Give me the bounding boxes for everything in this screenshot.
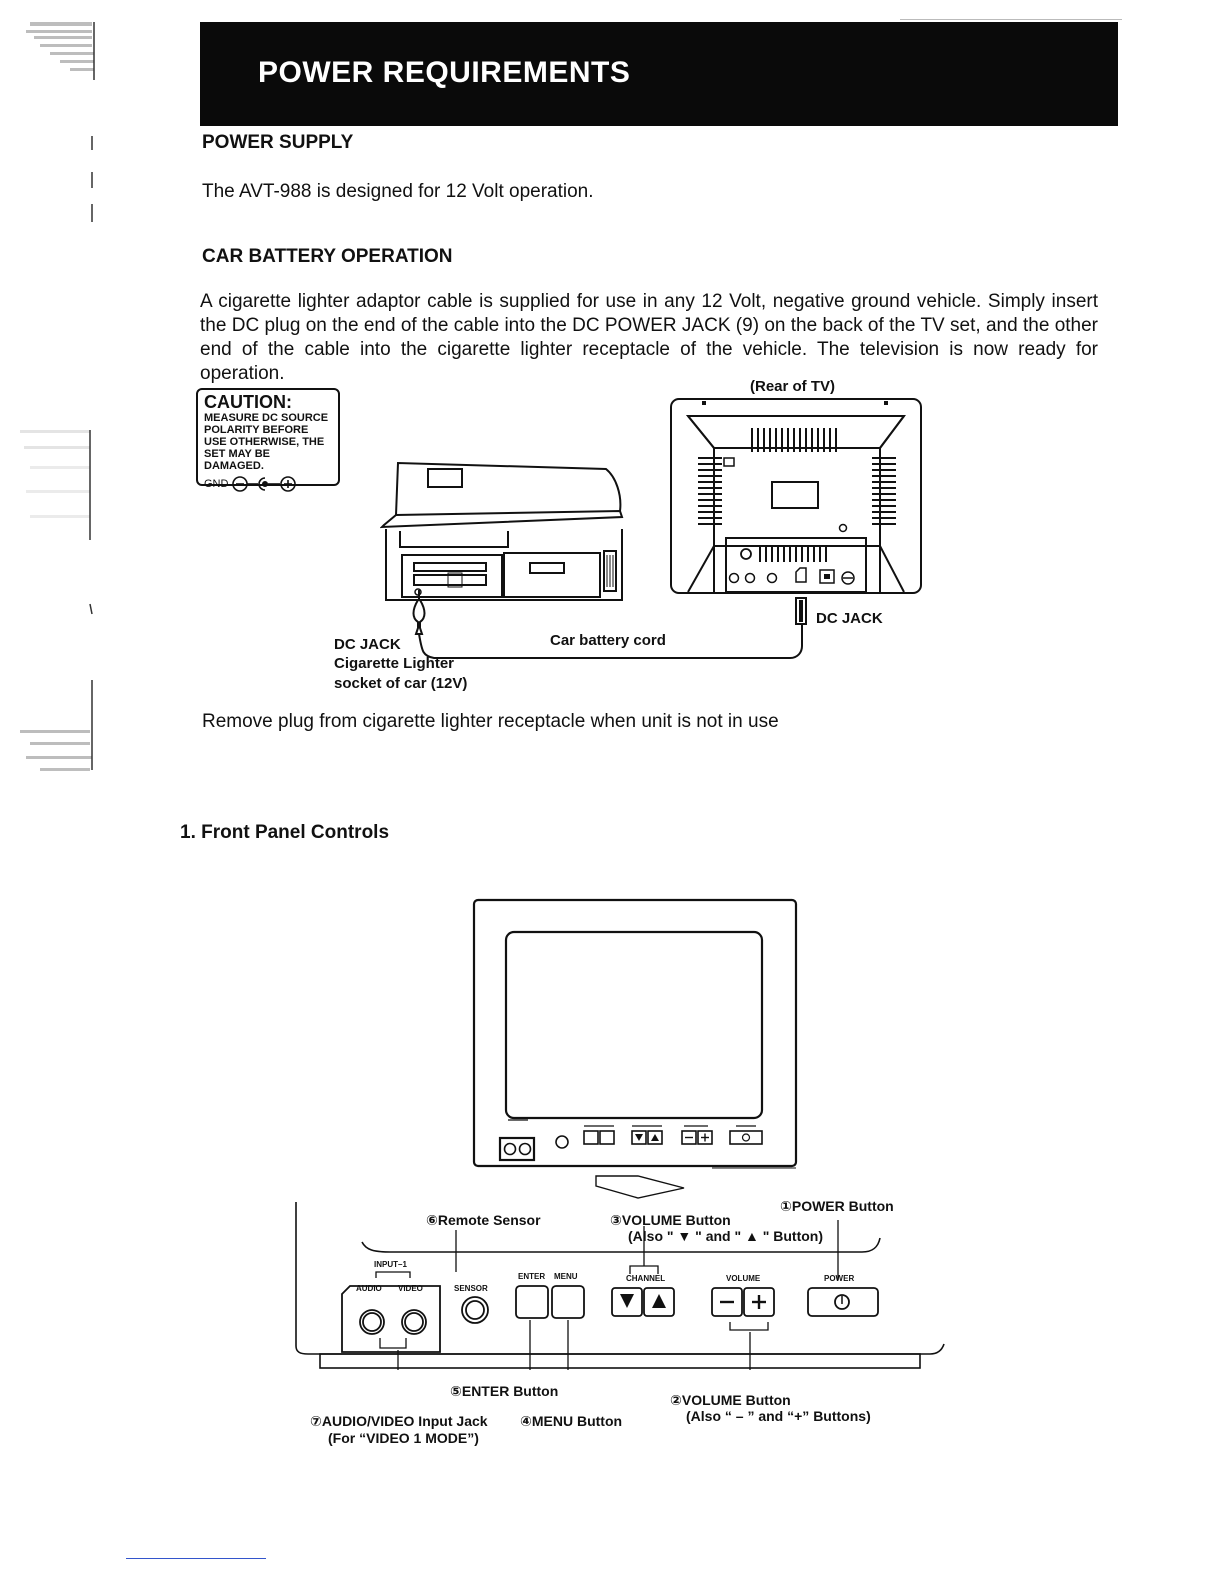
remote-sensor-callout: ⑥Remote Sensor xyxy=(426,1212,541,1228)
input1-label: INPUT–1 xyxy=(374,1260,407,1269)
caution-body: MEASURE DC SOURCE POLARITY BEFORE USE OT… xyxy=(204,412,329,472)
header-banner: POWER REQUIREMENTS xyxy=(200,22,1118,126)
volume-button-3-sub: (Also " ▼ " and " ▲ " Button) xyxy=(628,1228,824,1244)
gnd-label: GND xyxy=(204,478,229,490)
car-battery-text: A cigarette lighter adaptor cable is sup… xyxy=(200,291,1098,384)
car-battery-cord xyxy=(412,590,803,659)
av-jack-sub: (For “VIDEO 1 MODE”) xyxy=(328,1430,479,1446)
page-title: POWER REQUIREMENTS xyxy=(258,56,631,89)
menu-button-callout: ④MENU Button xyxy=(520,1413,623,1429)
top-rule xyxy=(900,19,1122,20)
control-panel-detail xyxy=(295,1202,945,1370)
bottom-rule xyxy=(126,1558,266,1559)
power-button-callout: ①POWER Button xyxy=(780,1198,894,1214)
av-jack-callout: ⑦AUDIO/VIDEO Input Jack xyxy=(310,1413,488,1429)
volume-button-2-callout: ②VOLUME Button xyxy=(670,1392,791,1408)
tv-front-illustration xyxy=(472,898,798,1169)
zoom-arrow-icon xyxy=(595,1175,685,1199)
caution-box: CAUTION: MEASURE DC SOURCE POLARITY BEFO… xyxy=(196,388,340,492)
tv-rear-illustration xyxy=(670,398,922,594)
dc-jack-left-label: DC JACK xyxy=(334,636,401,653)
power-supply-heading: POWER SUPPLY xyxy=(202,132,354,153)
menu-label: MENU xyxy=(554,1272,578,1281)
caution-title: CAUTION: xyxy=(204,392,292,412)
rear-of-tv-label: (Rear of TV) xyxy=(750,378,836,395)
volume-label: VOLUME xyxy=(726,1274,761,1283)
cigarette-lighter-label: Cigarette Lighter xyxy=(334,655,455,672)
car-battery-cord-label: Car battery cord xyxy=(550,632,666,649)
car-dashboard-illustration xyxy=(380,461,624,601)
volume-button-2-sub: (Also “ – ” and “+” Buttons) xyxy=(686,1408,871,1424)
socket-label: socket of car (12V) xyxy=(334,675,468,692)
enter-button-callout: ⑤ENTER Button xyxy=(450,1383,559,1399)
channel-label: CHANNEL xyxy=(626,1274,666,1283)
scan-artifacts xyxy=(20,22,95,771)
power-label: POWER xyxy=(824,1274,855,1283)
power-supply-text: The AVT-988 is designed for 12 Volt oper… xyxy=(202,181,594,202)
front-panel-heading: 1. Front Panel Controls xyxy=(180,822,390,843)
polarity-row: GND xyxy=(204,475,332,493)
video-label: VIDEO xyxy=(398,1284,423,1293)
volume-button-3-callout: ③VOLUME Button xyxy=(610,1212,731,1228)
dc-jack-right-label: DC JACK xyxy=(816,610,883,627)
sensor-label: SENSOR xyxy=(454,1284,488,1293)
remove-plug-note: Remove plug from cigarette lighter recep… xyxy=(202,711,779,732)
audio-label: AUDIO xyxy=(356,1284,382,1293)
polarity-symbol-icon xyxy=(232,476,297,492)
enter-label: ENTER xyxy=(518,1272,546,1281)
car-battery-heading: CAR BATTERY OPERATION xyxy=(202,246,453,267)
